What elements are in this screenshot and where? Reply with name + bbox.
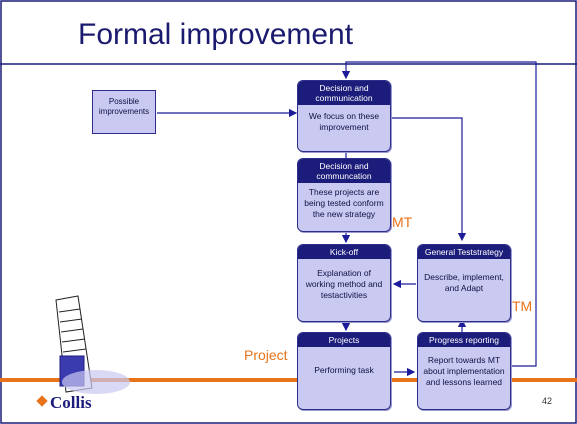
page-number: 42 (542, 396, 553, 406)
logo-mark-icon (36, 395, 48, 407)
mt-label: MT (392, 214, 413, 230)
box-body: Explanation of working method and testac… (305, 268, 383, 300)
box-header: Kick-off (298, 245, 390, 259)
projects-box: Projects Performing task (297, 332, 391, 410)
box-body: These projects are being tested conform … (304, 187, 384, 219)
decision-to-strategy-arrow (390, 117, 467, 242)
project-label: Project (244, 347, 288, 363)
progress-reporting-box: Progress reporting Report towards MT abo… (417, 332, 511, 410)
box-header: Progress reporting (418, 333, 510, 347)
box-body: Performing task (314, 365, 374, 375)
ladder-illustration (55, 295, 130, 394)
box-header: Projects (298, 333, 390, 347)
slide-title: Formal improvement (78, 18, 354, 51)
decision-communication-box-2: Decision and communcation These projects… (297, 158, 391, 232)
kick-off-box: Kick-off Explanation of working method a… (297, 244, 391, 322)
box-body: We focus on these improvement (308, 111, 380, 132)
decision-communication-box-1: Decision and communication We focus on t… (297, 80, 391, 152)
general-teststrategy-box: General Teststrategy Describe, implement… (417, 244, 511, 322)
tm-label: TM (512, 298, 533, 314)
box-body: Describe, implement, and Adapt (424, 272, 504, 293)
possible-improvements-document: Possible improvements (92, 90, 156, 134)
feedback-loop-arrow (341, 61, 537, 367)
box-header: Decision and communication (298, 81, 390, 105)
box-header: General Teststrategy (418, 245, 510, 259)
collis-logo: Collis (50, 393, 92, 412)
footer-bar (0, 378, 577, 382)
box-header: Decision and communcation (298, 159, 390, 183)
box-body: Report towards MT about implementation a… (423, 355, 505, 387)
